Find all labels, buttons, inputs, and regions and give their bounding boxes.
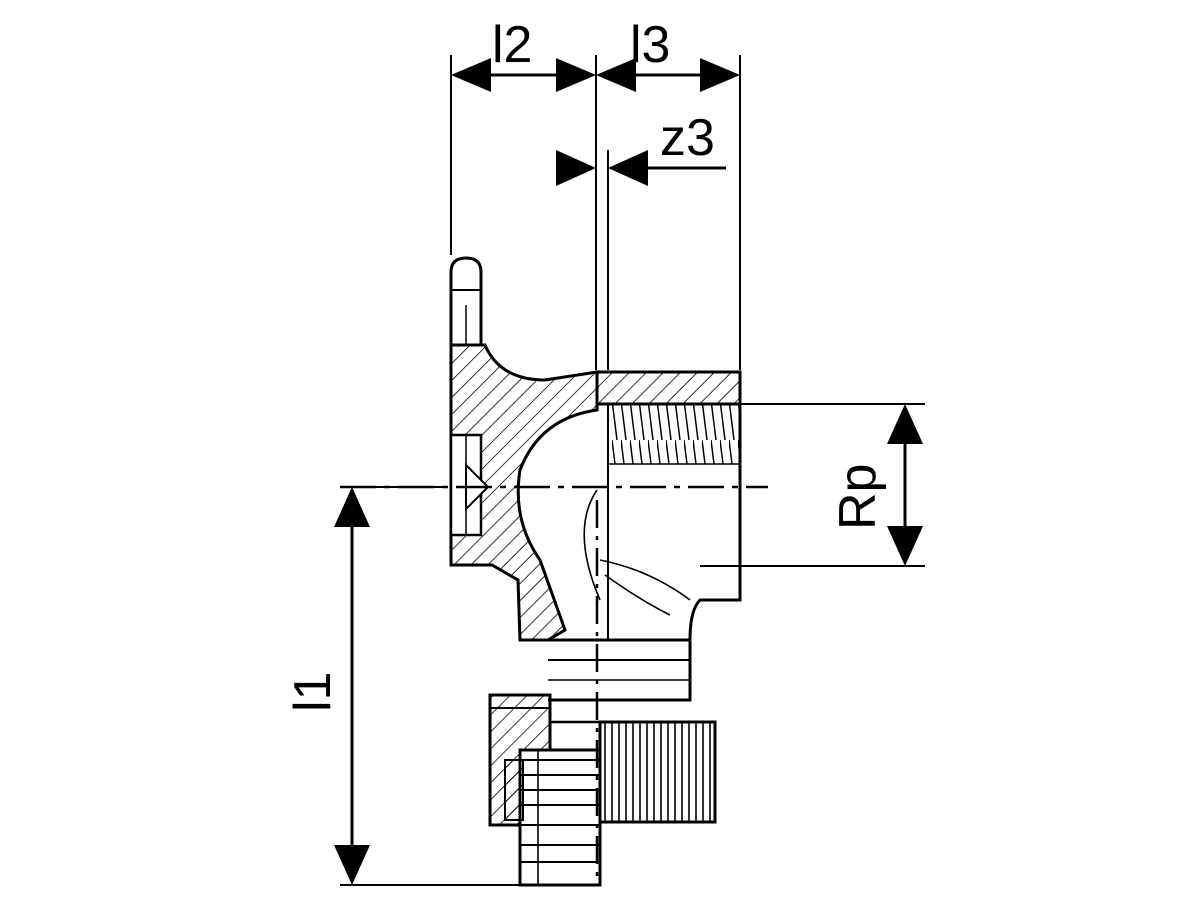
label-l1: l1 [284,672,342,712]
arrowhead-left [596,58,636,92]
arrowhead-left [556,150,596,186]
pipe-insert [504,748,602,887]
dimension-l2: l2 [450,16,596,255]
wall-plate-section [449,343,599,642]
arrowhead-right [556,58,596,92]
dimension-l1: l1 [284,486,520,886]
arrowhead-bottom [887,526,923,566]
mounting-tab [449,256,483,347]
outlet-wall-top [595,370,742,406]
arrowhead-top [887,404,923,444]
label-l3: l3 [630,16,670,74]
arrowhead-right [608,150,648,186]
outlet-outer-contour [688,372,742,641]
label-rp: Rp [829,464,887,530]
internal-thread [608,404,740,464]
arrowhead-bottom [334,845,370,885]
dimension-z3: z3 [556,109,726,370]
arrowhead-left [451,58,491,92]
arrowhead-top [334,487,370,527]
label-z3: z3 [660,109,715,167]
nut-knurled-face [598,720,717,824]
dimension-l3: l3 [595,16,741,370]
fitting-body [449,256,742,702]
neck [548,638,692,702]
dimension-rp: Rp [700,403,925,567]
label-l2: l2 [492,16,532,74]
arrowhead-right [700,58,740,92]
